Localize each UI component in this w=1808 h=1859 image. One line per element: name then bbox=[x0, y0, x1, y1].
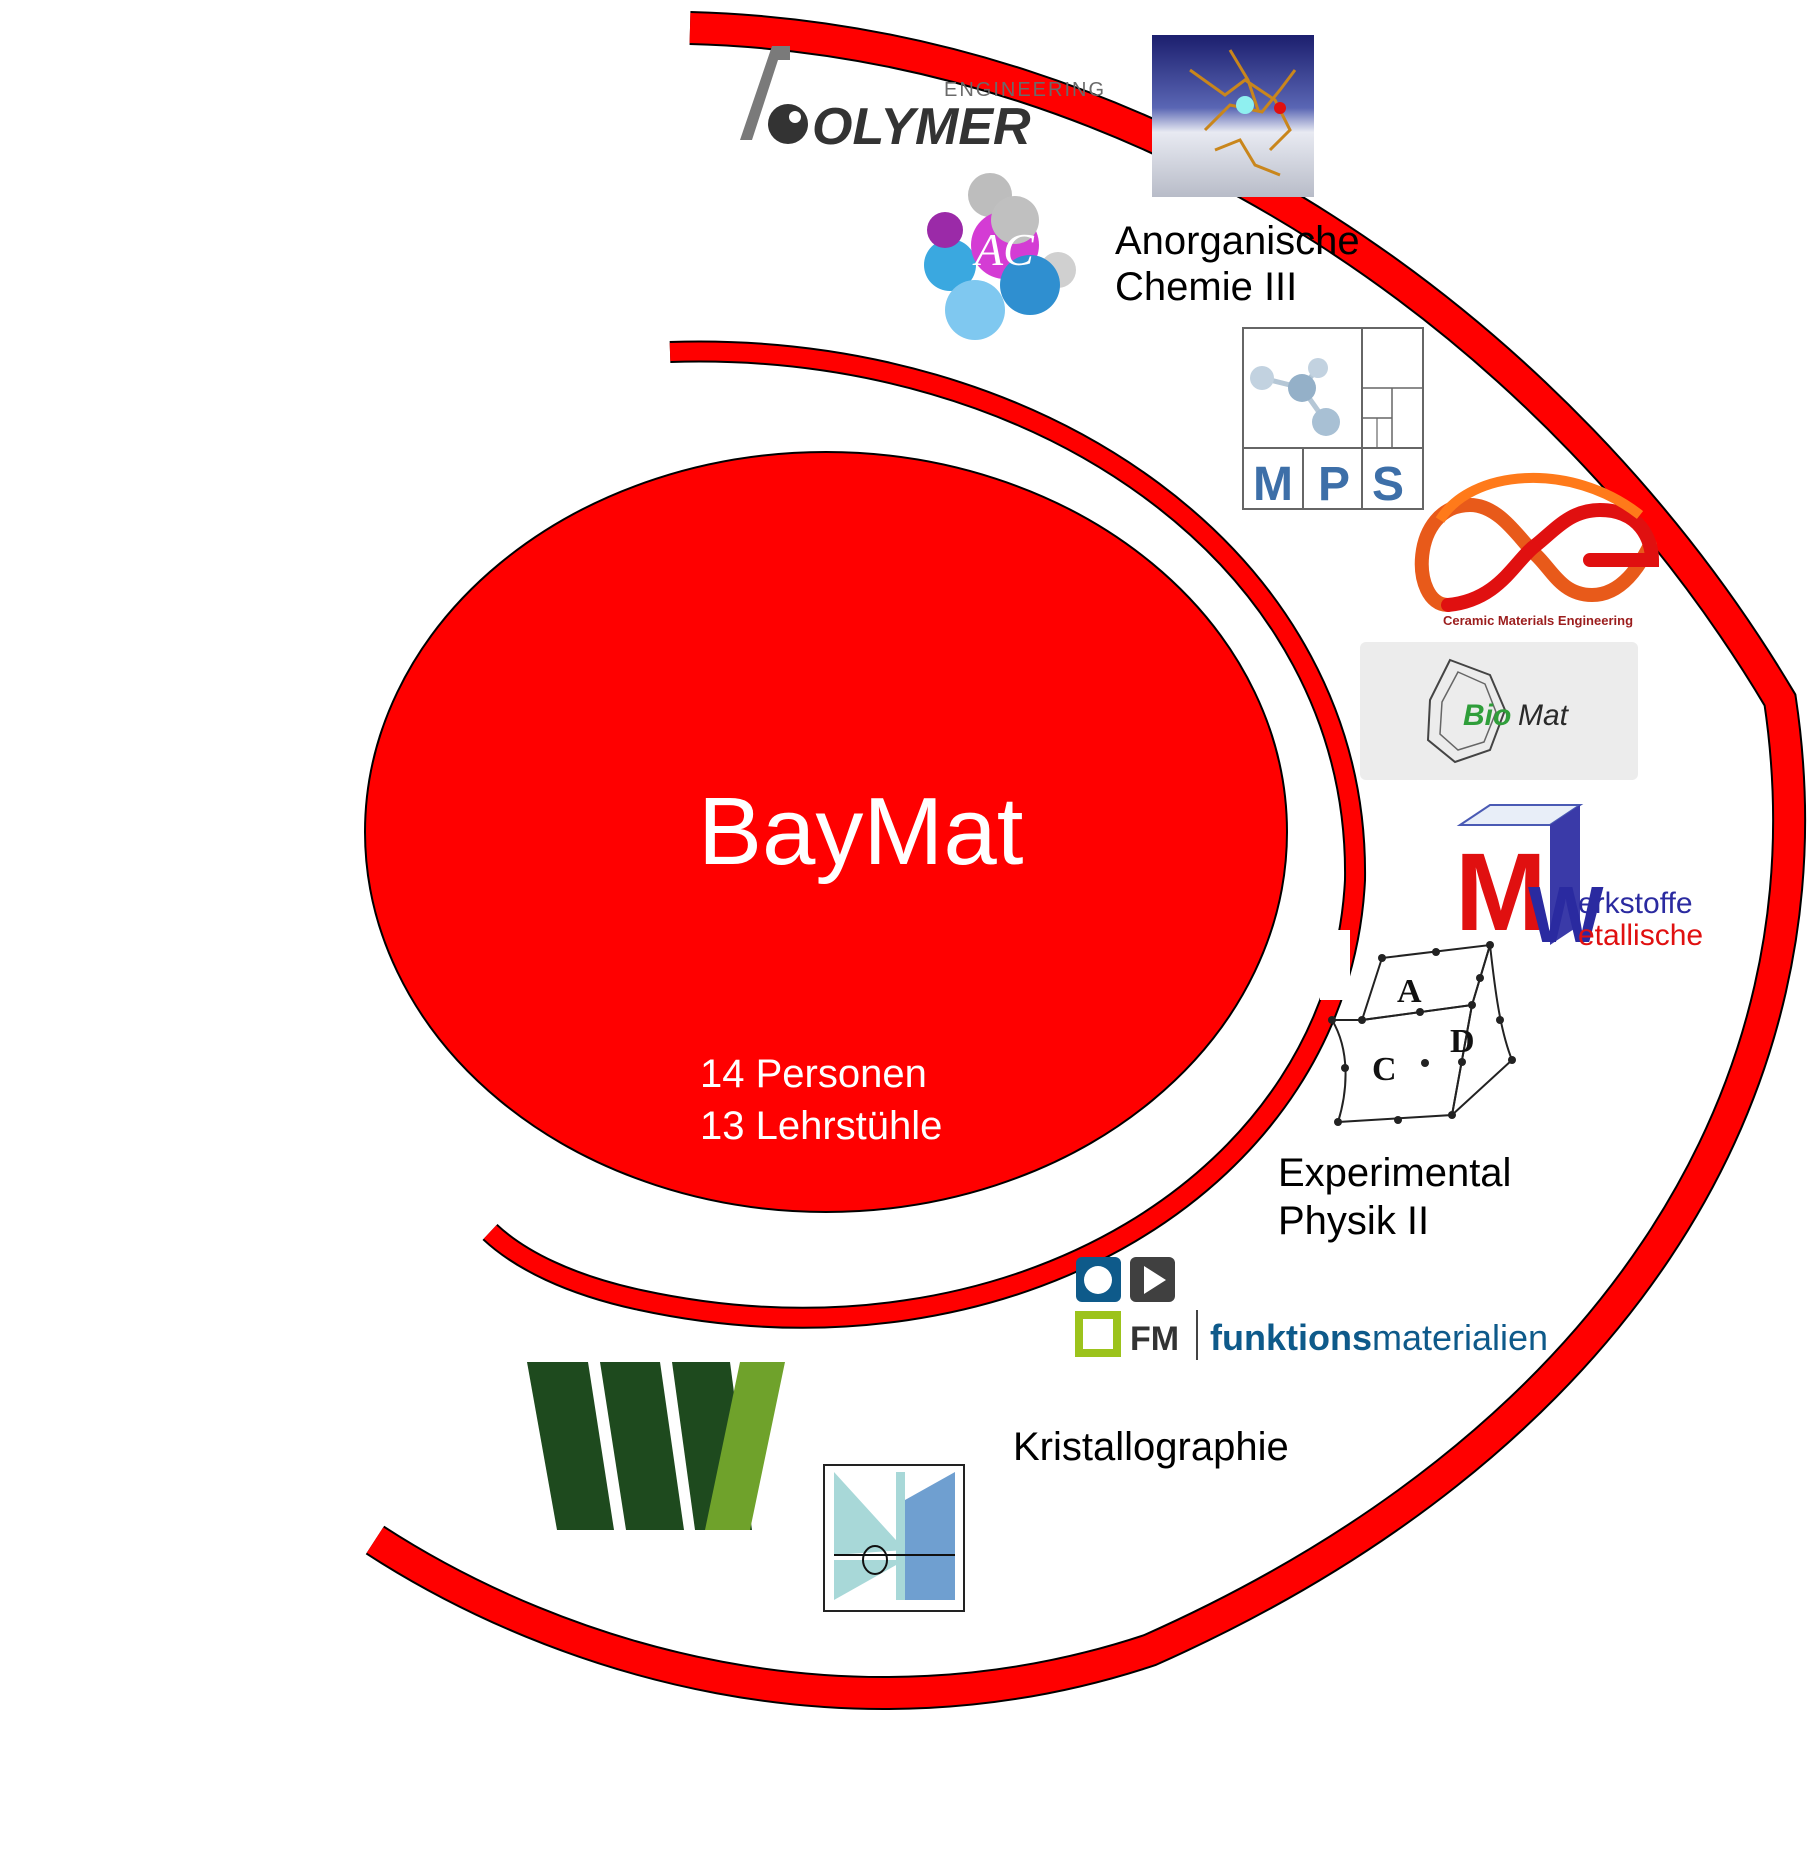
mw-line1: erkstoffe bbox=[1578, 887, 1693, 920]
polymer-engineering-logo: ENGINEERING OLYMER bbox=[740, 46, 1106, 156]
center-title: BayMat bbox=[698, 778, 1024, 885]
mps-logo: M P S bbox=[1242, 327, 1424, 511]
label-experimental: Experimental bbox=[1278, 1151, 1512, 1195]
mw-line2: etallische bbox=[1578, 919, 1703, 952]
mps-letter-s: S bbox=[1372, 458, 1404, 511]
polymer-logo-top-text: ENGINEERING bbox=[944, 79, 1106, 101]
center-line-lehrstuehle: 13 Lehrstühle bbox=[700, 1104, 943, 1148]
baymat-ellipse bbox=[364, 451, 1288, 1213]
label-anorganische: Anorganische bbox=[1115, 219, 1360, 263]
fm-text-bold: funktions bbox=[1210, 1317, 1372, 1358]
acd-crystal-logo: A C D bbox=[1320, 930, 1516, 1126]
acd-letter-d: D bbox=[1450, 1023, 1475, 1060]
cme-caption: Ceramic Materials Engineering bbox=[1443, 613, 1633, 628]
label-physik-ii: Physik II bbox=[1278, 1199, 1430, 1243]
aci-sphere-logo: AC bbox=[924, 173, 1076, 340]
metallische-werkstoffe-logo: M W erkstoffe etallische bbox=[1455, 804, 1703, 959]
acd-letter-c: C bbox=[1372, 1051, 1397, 1088]
polymer-logo-main-text: OLYMER bbox=[812, 98, 1031, 156]
crystallography-logo bbox=[823, 1464, 965, 1612]
mps-letter-p: P bbox=[1318, 458, 1350, 511]
svg-text:M: M bbox=[1455, 831, 1547, 954]
fm-abbr: FM bbox=[1130, 1320, 1179, 1358]
svg-text:W: W bbox=[1528, 870, 1604, 959]
label-kristallographie: Kristallographie bbox=[1013, 1425, 1289, 1469]
cme-logo: Ceramic Materials Engineering bbox=[1414, 473, 1660, 628]
svg-text:AC: AC bbox=[972, 224, 1035, 275]
mps-letter-m: M bbox=[1253, 458, 1293, 511]
green-w-logo bbox=[527, 1362, 785, 1530]
svg-text:funktionsmaterialien: funktionsmaterialien bbox=[1210, 1317, 1548, 1358]
center-line-personen: 14 Personen bbox=[700, 1052, 927, 1096]
acd-letter-a: A bbox=[1397, 973, 1422, 1010]
funktionsmaterialien-logo: FM funktionsmaterialien bbox=[1075, 1257, 1548, 1360]
biomat-logo: Bio Mat bbox=[1360, 642, 1638, 780]
biomat-text-mat: Mat bbox=[1518, 699, 1570, 732]
biomat-text-bio: Bio bbox=[1463, 699, 1511, 732]
molecular-structure-image bbox=[1152, 35, 1314, 197]
fm-text-light: materialien bbox=[1372, 1317, 1548, 1358]
label-chemie-iii: Chemie III bbox=[1115, 265, 1298, 309]
